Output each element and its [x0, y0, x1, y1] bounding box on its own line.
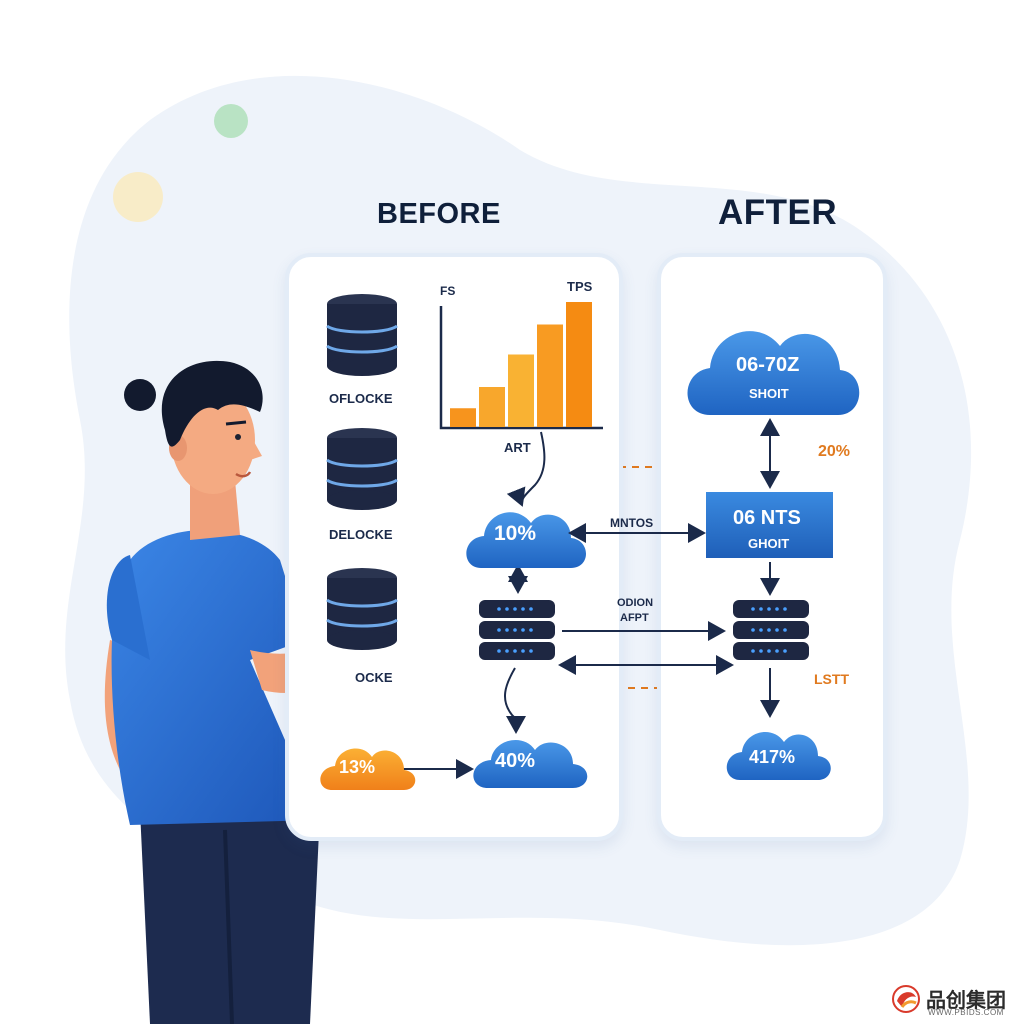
bar-chart — [439, 302, 603, 430]
database-icon — [326, 294, 398, 376]
connector-chart-to-cloud — [506, 431, 546, 507]
server-icon — [479, 600, 555, 660]
person-illustration — [104, 360, 444, 1024]
chart-axes — [439, 306, 603, 430]
brand-logo-icon — [892, 985, 920, 1013]
chart-y-label: FS — [440, 284, 456, 298]
after-cloud-bottom-value: 417% — [749, 747, 796, 767]
database-label: OFLOCKE — [329, 391, 393, 406]
arrow-label-mntos: MNTOS — [610, 516, 654, 530]
arrow-label-api-top: ODION — [617, 597, 654, 609]
after-box-sub: GHOIT — [748, 536, 790, 551]
cloud-icon — [726, 731, 831, 780]
cloud-value: 40% — [495, 750, 536, 772]
after-percent-label: 20% — [818, 443, 851, 460]
chart-bar-5 — [566, 302, 592, 427]
cloud-value: 10% — [494, 522, 537, 545]
chart-series-label: TPS — [567, 279, 593, 294]
server-icon — [733, 600, 809, 660]
after-cloud-sub: SHOIT — [749, 386, 789, 401]
decor-dot-yellow — [113, 172, 163, 222]
brand-logo-url: WWW.PBIDS.COM — [928, 1008, 1004, 1017]
chart-x-label: ART — [504, 440, 531, 455]
database-label: OCKE — [355, 670, 393, 685]
cloud-icon-large — [687, 331, 860, 415]
before-title: BEFORE — [377, 198, 501, 230]
database-icon — [326, 428, 398, 510]
chart-bar-1 — [450, 408, 476, 427]
chart-bar-3 — [508, 354, 534, 427]
cloud-value-orange: 13% — [339, 757, 376, 777]
cloud-icon-orange — [320, 748, 416, 790]
after-title: AFTER — [718, 193, 838, 232]
chart-bar-2 — [479, 387, 505, 427]
cloud-icon — [473, 739, 588, 788]
after-cloud-value: 06-70Z — [736, 354, 800, 376]
cloud-icon — [466, 512, 586, 568]
after-process-box — [706, 492, 833, 558]
decor-dot-green — [214, 104, 248, 138]
connector-server-to-cloud — [504, 667, 527, 734]
after-bottom-label: LSTT — [814, 671, 849, 687]
brand-logo-text: 品创集团 — [926, 990, 1006, 1012]
database-label: DELOCKE — [329, 527, 393, 542]
database-icon — [326, 568, 398, 650]
after-box-value: 06 NTS — [733, 507, 801, 529]
chart-bar-4 — [537, 324, 563, 427]
arrow-label-api-bottom: AFPT — [620, 612, 649, 624]
